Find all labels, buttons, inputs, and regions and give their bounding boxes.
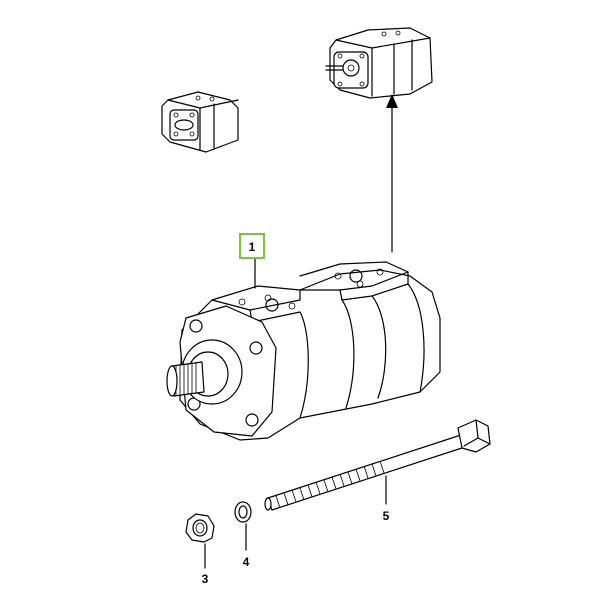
callout-3[interactable]: 3 bbox=[202, 543, 209, 586]
assembly-arrow bbox=[386, 94, 398, 253]
callout-1-label: 1 bbox=[249, 240, 256, 254]
main-pump-body bbox=[166, 261, 441, 441]
nut bbox=[185, 513, 215, 543]
callout-1[interactable]: 1 bbox=[239, 233, 265, 289]
reference-pump-assembly-icon bbox=[325, 27, 433, 99]
callout-5[interactable]: 5 bbox=[383, 475, 390, 523]
long-bolt bbox=[264, 419, 491, 511]
callout-4-label: 4 bbox=[243, 555, 250, 569]
reference-pump-small-icon bbox=[161, 91, 239, 153]
callout-4[interactable]: 4 bbox=[243, 523, 250, 569]
callout-5-label: 5 bbox=[383, 509, 390, 523]
callout-3-label: 3 bbox=[202, 572, 209, 586]
washer bbox=[234, 501, 252, 523]
